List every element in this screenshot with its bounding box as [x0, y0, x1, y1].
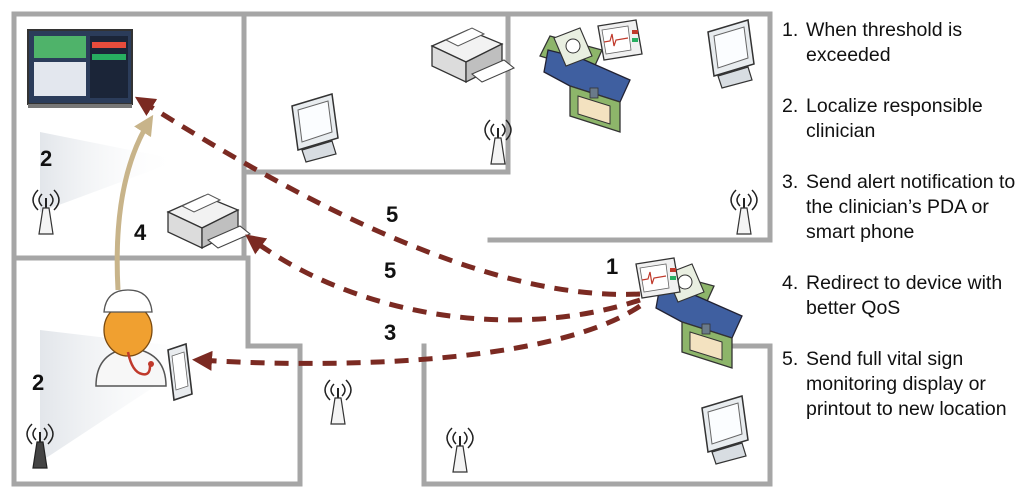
- step-label-patient-monitor: 1: [606, 254, 618, 279]
- localization-cone-lower: [40, 330, 210, 462]
- vital-monitor-icon: [597, 19, 643, 61]
- step-number: 1.: [782, 19, 799, 41]
- step-text: When threshold is exceeded: [806, 19, 963, 66]
- desktop-monitor-icon: [701, 395, 749, 465]
- step-number: 4.: [782, 272, 799, 294]
- step-text: Redirect to device with better QoS: [806, 272, 1003, 319]
- locate-clinician-arrow: [114, 114, 154, 291]
- step-item: 5. Send full vital sign monitoring displa…: [782, 347, 1018, 422]
- step-label-locate-upper: 2: [40, 146, 52, 171]
- step-item: 1. When threshold is exceeded: [782, 18, 1018, 68]
- send-display-arrow: [134, 96, 641, 297]
- send-printout-arrow: [245, 234, 641, 323]
- printer-icon: [167, 193, 251, 249]
- step-label-send-display: 5: [386, 202, 398, 227]
- desktop-monitor-icon: [291, 93, 339, 163]
- step-item: 3. Send alert notification to the clinici…: [782, 170, 1018, 245]
- wireless-access-point-icon: [324, 379, 352, 425]
- desktop-monitor-icon: [707, 19, 755, 89]
- step-label-send-alert: 3: [384, 320, 396, 345]
- step-number: 3.: [782, 171, 799, 193]
- pda-icon: [167, 342, 193, 402]
- wall-display-icon: [27, 29, 133, 108]
- send-alert-arrow: [192, 303, 642, 371]
- step-number: 2.: [782, 95, 799, 117]
- step-number: 5.: [782, 348, 799, 370]
- localization-cone-upper: [40, 132, 180, 212]
- step-label-redirect-device: 4: [134, 220, 147, 245]
- wireless-access-point-icon: [730, 189, 758, 235]
- wireless-access-point-icon: [446, 427, 474, 473]
- floor-plan-walls: [11, 11, 773, 487]
- step-label-send-printer: 5: [384, 258, 396, 283]
- printer-icon: [431, 27, 515, 83]
- clinician-icon: [95, 289, 167, 387]
- step-item: 4. Redirect to device with better QoS: [782, 271, 1018, 321]
- step-text: Send alert notification to the clinician…: [806, 171, 1016, 243]
- step-text: Localize responsible clinician: [806, 95, 983, 142]
- vital-monitor-icon: [635, 257, 681, 299]
- step-label-locate-lower: 2: [32, 370, 44, 395]
- step-text: Send full vital sign monitoring display …: [806, 348, 1007, 420]
- steps-legend: 1. When threshold is exceeded 2. Localize …: [782, 18, 1018, 448]
- step-item: 2. Localize responsible clinician: [782, 94, 1018, 144]
